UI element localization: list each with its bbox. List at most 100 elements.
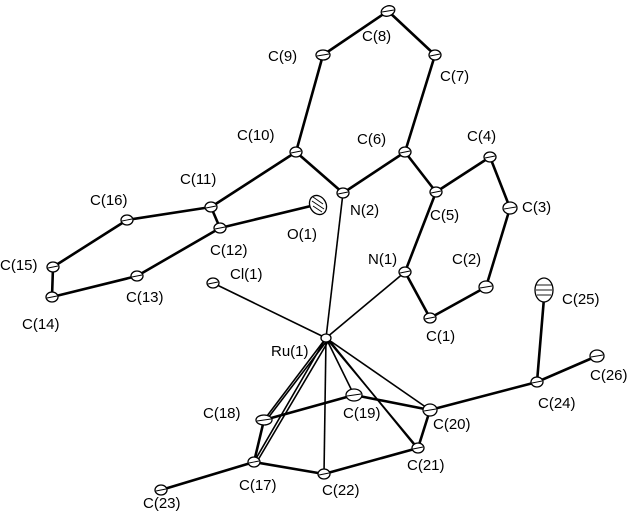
label-c3: C(3) xyxy=(522,199,551,216)
atom-c2 xyxy=(478,280,494,294)
label-c26: C(26) xyxy=(590,367,628,384)
atom-c22 xyxy=(317,468,331,480)
label-c9: C(9) xyxy=(268,48,297,65)
coordination-bonds xyxy=(212,192,431,475)
bond-ru1-c21-b xyxy=(328,339,416,447)
bond-c10-n2 xyxy=(294,150,345,195)
atom-n2 xyxy=(336,187,350,199)
label-c20: C(20) xyxy=(433,416,471,433)
atom-c17 xyxy=(247,456,261,468)
label-c5: C(5) xyxy=(430,207,459,224)
atom-c18 xyxy=(255,414,273,426)
bond-c14-c13 xyxy=(50,274,139,299)
atom-c21 xyxy=(411,442,425,454)
label-n1: N(1) xyxy=(368,251,397,268)
bonds xyxy=(50,9,599,492)
bond-c9-c10 xyxy=(294,53,325,154)
atom-c6 xyxy=(398,146,412,158)
bond-c7-c6 xyxy=(403,53,437,154)
bond-ru1-c22 xyxy=(323,337,327,475)
atom-c13 xyxy=(130,270,144,282)
bond-n1-c5 xyxy=(403,190,438,274)
bond-c10-c11 xyxy=(209,150,298,209)
label-c18: C(18) xyxy=(203,405,241,422)
bond-c20-c24 xyxy=(428,380,539,412)
bond-ru1-n2 xyxy=(325,192,344,339)
bond-c11-c16 xyxy=(125,205,213,222)
bond-c5-c4 xyxy=(434,155,492,194)
bond-c19-c18 xyxy=(262,393,356,422)
label-cl1: Cl(1) xyxy=(230,266,263,283)
label-c17: C(17) xyxy=(239,477,277,494)
atom-c23 xyxy=(154,484,168,496)
bond-c16-c15 xyxy=(51,218,129,269)
label-c25: C(25) xyxy=(562,291,600,308)
atom-c3 xyxy=(502,201,518,215)
bond-c1-n1 xyxy=(403,270,432,320)
bond-c17-c22 xyxy=(252,460,326,476)
label-n2: N(2) xyxy=(350,202,379,219)
bond-ru1-c20 xyxy=(325,337,431,411)
label-c13: C(13) xyxy=(126,289,164,306)
bond-c24-c26 xyxy=(535,354,599,384)
bond-ru1-c19 xyxy=(325,337,355,396)
atom-c10 xyxy=(289,146,303,158)
label-c8: C(8) xyxy=(362,28,391,45)
atom-c1 xyxy=(423,312,437,324)
atom-c5 xyxy=(429,186,443,198)
bond-ru1-c18-b xyxy=(267,337,330,419)
atom-cl1 xyxy=(206,277,220,289)
atom-c9 xyxy=(315,49,331,61)
atom-labels: C(8) C(9) C(7) C(10) C(6) C(4) C(11) C(1… xyxy=(0,28,628,512)
bond-c4-c3 xyxy=(488,155,512,210)
bond-c24-c25 xyxy=(535,296,546,384)
label-c11: C(11) xyxy=(180,171,216,188)
bond-c22-c21 xyxy=(322,446,420,476)
label-c22: C(22) xyxy=(322,482,360,499)
label-ru1: Ru(1) xyxy=(271,343,309,360)
atom-c14 xyxy=(45,291,59,303)
label-c7: C(7) xyxy=(440,68,469,85)
atom-o1 xyxy=(308,194,328,216)
label-c4: C(4) xyxy=(467,128,496,145)
label-c19: C(19) xyxy=(343,405,381,422)
bond-ru1-c17-b xyxy=(257,339,330,461)
atom-c16 xyxy=(120,214,134,226)
label-c16: C(16) xyxy=(90,192,128,209)
atom-c11 xyxy=(204,201,218,213)
bond-c17-c23 xyxy=(159,460,256,492)
bond-ru1-n1 xyxy=(325,271,406,339)
atom-ru1 xyxy=(320,333,332,343)
atom-c25 xyxy=(534,277,554,303)
bond-ru1-c18 xyxy=(263,337,327,421)
atom-c7 xyxy=(428,49,442,61)
bond-c3-c2 xyxy=(484,206,512,289)
atom-c26 xyxy=(589,349,605,363)
atom-c19 xyxy=(345,388,363,402)
atom-c4 xyxy=(483,151,497,163)
bond-c9-c8 xyxy=(321,9,390,57)
atom-c12 xyxy=(213,222,227,234)
bond-ru1-cl1 xyxy=(212,282,327,339)
label-c14: C(14) xyxy=(22,316,60,333)
label-c1: C(1) xyxy=(426,328,455,345)
label-c2: C(2) xyxy=(452,251,481,268)
label-c21: C(21) xyxy=(407,457,445,474)
bond-c13-c12 xyxy=(135,226,222,278)
label-c24: C(24) xyxy=(538,395,576,412)
bond-c2-c1 xyxy=(428,285,488,320)
label-c6: C(6) xyxy=(357,131,386,148)
atom-c8 xyxy=(380,5,396,17)
atom-n1 xyxy=(398,266,412,278)
label-c15: C(15) xyxy=(0,257,38,274)
label-c23: C(23) xyxy=(143,495,181,512)
bond-c6-c5 xyxy=(403,150,438,194)
label-c12: C(12) xyxy=(210,242,248,259)
bond-c20-c19 xyxy=(352,393,432,412)
atoms xyxy=(45,5,605,496)
bond-c6-n2 xyxy=(341,150,407,195)
label-c10: C(10) xyxy=(237,127,275,144)
bond-c12-o1 xyxy=(218,203,317,230)
